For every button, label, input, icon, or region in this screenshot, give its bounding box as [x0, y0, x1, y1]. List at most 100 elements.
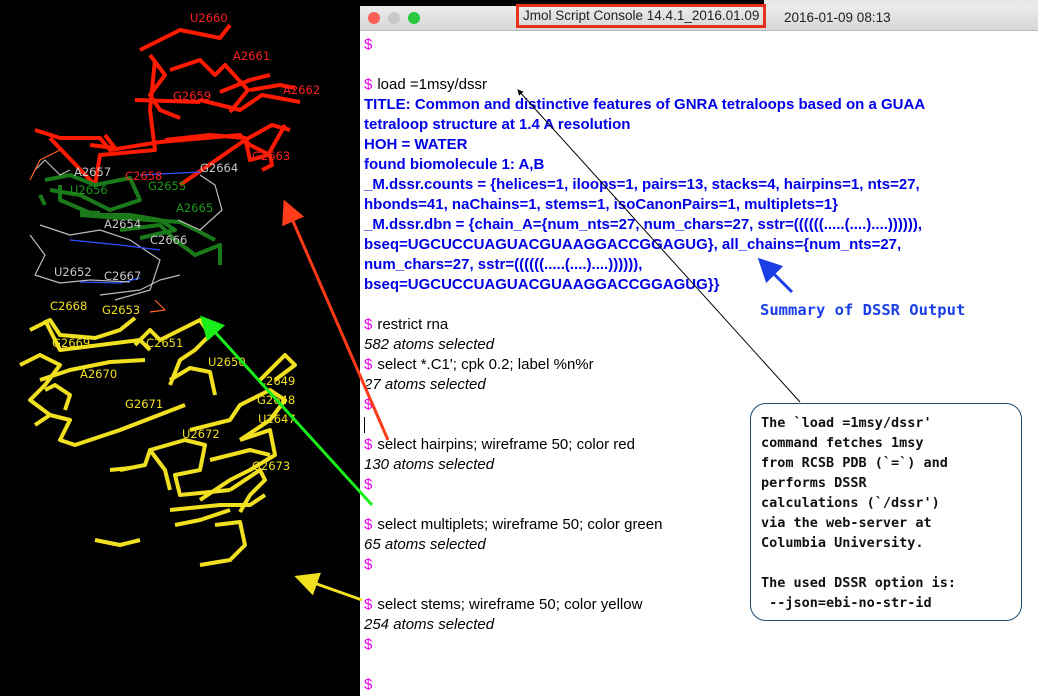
- console-line: [364, 55, 925, 75]
- bond: [149, 299, 166, 313]
- residue-label: C2649: [258, 374, 296, 388]
- output-text: hbonds=41, naChains=1, stems=1, isoCanon…: [364, 196, 838, 213]
- residue-label: G2663: [252, 149, 291, 163]
- console-line: 582 atoms selected: [364, 335, 925, 355]
- console-line: _M.dssr.counts = {helices=1, iloops=1, p…: [364, 175, 925, 195]
- bond: [133, 318, 212, 386]
- residue-label: U2656: [70, 183, 108, 197]
- console-line: HOH = WATER: [364, 135, 925, 155]
- console-line: $select *.C1'; cpk 0.2; label %n%r: [364, 355, 925, 375]
- residue-label: C2666: [150, 233, 188, 247]
- residue-label: A2654: [104, 217, 142, 231]
- bond: [34, 159, 71, 176]
- bond: [58, 185, 177, 240]
- prompt-symbol: $: [364, 676, 373, 693]
- output-text: _M.dssr.counts = {helices=1, iloops=1, p…: [364, 176, 920, 193]
- residue-label: U2650: [208, 355, 246, 369]
- bond: [29, 149, 61, 181]
- result-text: 65 atoms selected: [364, 536, 486, 553]
- output-text: found biomolecule 1: A,B: [364, 156, 545, 173]
- console-line: $select multiplets; wireframe 50; color …: [364, 515, 925, 535]
- bond: [94, 538, 141, 547]
- bond: [139, 23, 232, 52]
- bond: [177, 174, 223, 231]
- console-line: 27 atoms selected: [364, 375, 925, 395]
- residue-label: G2659: [173, 89, 212, 103]
- bond: [69, 239, 161, 251]
- output-text: bseq=UGCUCCUAGUACGUAAGGACCGGAGUG}}: [364, 276, 720, 293]
- console-line: found biomolecule 1: A,B: [364, 155, 925, 175]
- bond: [34, 128, 161, 152]
- residue-label: A2662: [283, 83, 321, 97]
- residue-label: G2671: [125, 397, 164, 411]
- minimize-button[interactable]: [388, 12, 400, 24]
- residue-label: G2653: [102, 303, 141, 317]
- bond: [164, 124, 287, 162]
- summary-annotation: Summary of DSSR Output: [760, 301, 966, 319]
- console-line: 254 atoms selected: [364, 615, 925, 635]
- bond: [79, 210, 101, 215]
- console-line: num_chars=27, sstr=((((((.....(....)....…: [364, 255, 925, 275]
- console-line: $select stems; wireframe 50; color yello…: [364, 595, 925, 615]
- note-callout: The `load =1msy/dssr' command fetches 1m…: [750, 403, 1022, 621]
- zoom-button[interactable]: [408, 12, 420, 24]
- output-text: _M.dssr.dbn = {chain_A={num_nts=27, num_…: [364, 216, 923, 233]
- result-text: 582 atoms selected: [364, 336, 495, 353]
- console-line: TITLE: Common and distinctive features o…: [364, 95, 925, 115]
- output-text: bseq=UGCUCCUAGUACGUAAGGACCGGAGUG}, all_c…: [364, 236, 902, 253]
- residue-label: A2657: [74, 165, 112, 179]
- bond: [44, 173, 142, 212]
- bond: [199, 93, 301, 112]
- console-line: $: [364, 35, 925, 55]
- command-text: select *.C1'; cpk 0.2; label %n%r: [377, 356, 594, 373]
- command-text: select stems; wireframe 50; color yellow: [377, 596, 643, 613]
- console-line: tetraloop structure at 1.4 A resolution: [364, 115, 925, 135]
- bond: [119, 223, 222, 265]
- residue-label: U2660: [190, 11, 228, 25]
- console-line: $: [364, 675, 925, 695]
- output-text: TITLE: Common and distinctive features o…: [364, 96, 926, 113]
- bond: [43, 319, 152, 352]
- residue-label: G2655: [148, 179, 187, 193]
- output-text: num_chars=27, sstr=((((((.....(....)....…: [364, 256, 643, 273]
- result-text: 254 atoms selected: [364, 616, 495, 633]
- residue-label: U2672: [182, 427, 220, 441]
- console-line: $load =1msy/dssr: [364, 75, 925, 95]
- bond: [44, 383, 72, 411]
- title-bar[interactable]: Jmol Script Console 14.4.1_2016.01.09 20…: [360, 4, 1038, 31]
- residue-label: A2661: [233, 49, 271, 63]
- command-text: select hairpins; wireframe 50; color red: [377, 436, 635, 453]
- prompt-symbol: $: [364, 356, 373, 373]
- output-text: tetraloop structure at 1.4 A resolution: [364, 116, 631, 133]
- residue-label: A2670: [80, 367, 118, 381]
- console-line: bseq=UGCUCCUAGUACGUAAGGACCGGAGUG}}: [364, 275, 925, 295]
- console-line: _M.dssr.dbn = {chain_A={num_nts=27, num_…: [364, 215, 925, 235]
- prompt-symbol: $: [364, 396, 373, 413]
- result-text: 130 atoms selected: [364, 456, 495, 473]
- command-text: select multiplets; wireframe 50; color g…: [377, 516, 663, 533]
- console-line: $: [364, 635, 925, 655]
- prompt-symbol: $: [364, 476, 373, 493]
- console-line: bseq=UGCUCCUAGUACGUAAGGACCGGAGUG}, all_c…: [364, 235, 925, 255]
- console-line: [364, 655, 925, 675]
- residue-label: G2669: [52, 336, 91, 350]
- bond: [178, 123, 291, 187]
- bond: [99, 274, 181, 296]
- prompt-symbol: $: [364, 516, 373, 533]
- bond: [49, 403, 186, 447]
- bond: [149, 438, 231, 497]
- prompt-symbol: $: [364, 636, 373, 653]
- residue-label: G2673: [252, 459, 291, 473]
- console-line: 130 atoms selected: [364, 455, 925, 475]
- console-line: 65 atoms selected: [364, 535, 925, 555]
- output-text: HOH = WATER: [364, 136, 468, 153]
- script-console-window: Jmol Script Console 14.4.1_2016.01.09 20…: [360, 0, 1038, 696]
- console-line: hbonds=41, naChains=1, stems=1, isoCanon…: [364, 195, 925, 215]
- residue-label: C2651: [146, 336, 184, 350]
- bond: [249, 83, 296, 92]
- close-button[interactable]: [368, 12, 380, 24]
- residue-label: U2652: [54, 265, 92, 279]
- bond: [139, 171, 201, 176]
- prompt-symbol: $: [364, 76, 373, 93]
